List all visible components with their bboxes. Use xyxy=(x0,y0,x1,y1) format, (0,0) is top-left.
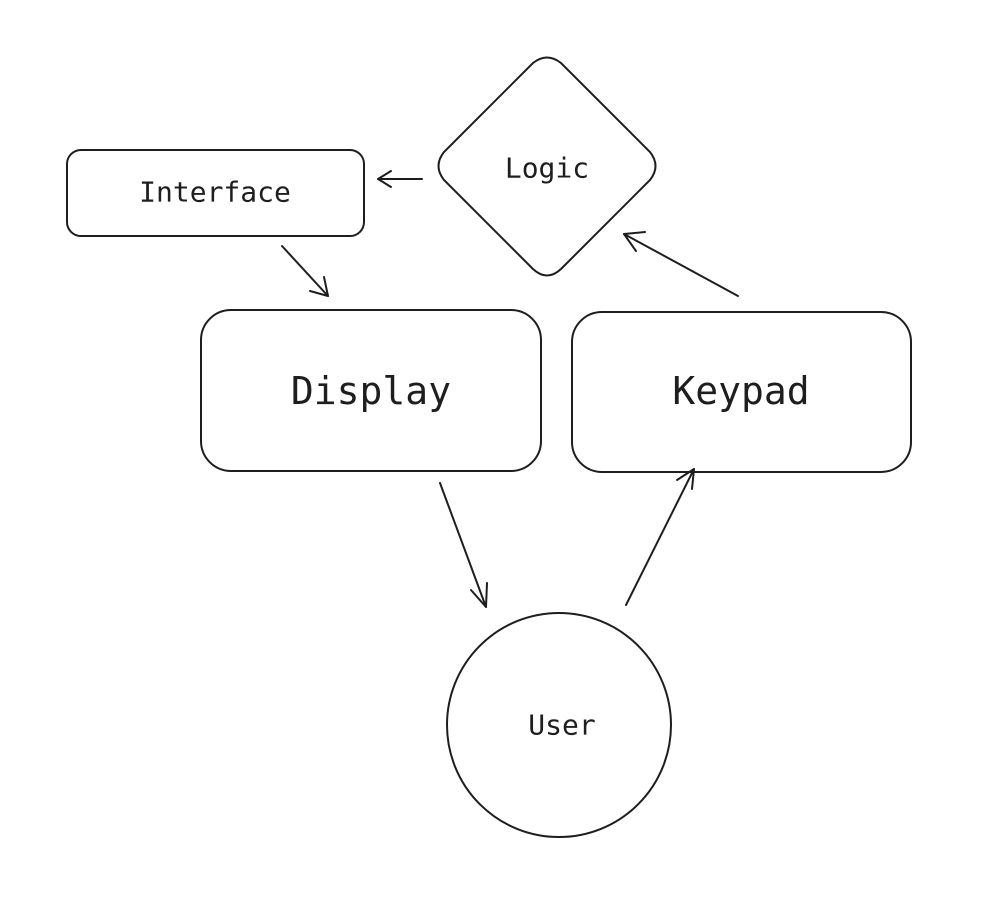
edge-keypad-to-logic xyxy=(623,231,739,297)
keypad-box xyxy=(571,311,912,473)
arrowhead-icon xyxy=(623,231,646,252)
node-interface[interactable]: Interface xyxy=(66,149,365,237)
keypad-label: Keypad xyxy=(672,369,809,413)
edge-user-to-keypad xyxy=(625,468,695,606)
node-keypad[interactable]: Keypad xyxy=(571,311,912,473)
edge-logic-to-interface xyxy=(377,170,423,188)
node-display[interactable]: Display xyxy=(200,309,542,472)
arrowhead-icon xyxy=(676,468,695,490)
edge-display-user-line xyxy=(439,482,487,608)
edge-user-keypad-line xyxy=(625,468,695,606)
logic-diamond xyxy=(437,56,657,277)
node-user[interactable]: User xyxy=(446,612,672,838)
node-logic[interactable]: Logic xyxy=(437,56,657,277)
arrowhead-icon xyxy=(470,582,488,608)
edge-keypad-logic-line xyxy=(623,233,739,297)
logic-label: Logic xyxy=(505,152,589,185)
user-label: User xyxy=(528,709,595,742)
arrowhead-icon xyxy=(309,276,329,297)
edge-interface-to-display xyxy=(281,245,329,297)
arrowhead-icon xyxy=(377,170,392,188)
interface-label: Interface xyxy=(139,176,291,209)
interface-box xyxy=(66,149,365,237)
display-label: Display xyxy=(291,369,451,413)
edge-display-to-user xyxy=(439,482,488,608)
user-circle xyxy=(446,612,672,838)
edge-interface-display-line xyxy=(281,245,329,297)
display-box xyxy=(200,309,542,472)
